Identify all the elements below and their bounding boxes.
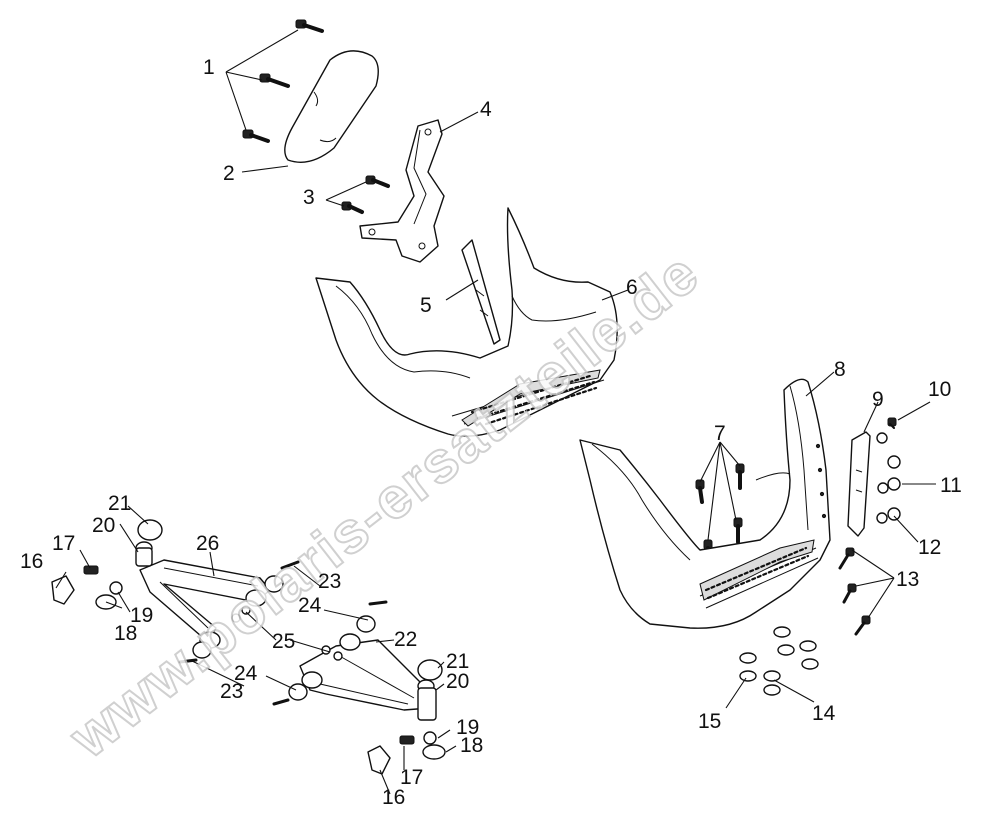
bolt-1b <box>259 73 290 88</box>
callout-7: 7 <box>714 422 726 445</box>
callout-3: 3 <box>303 186 315 209</box>
part-24-bushings <box>192 575 376 701</box>
part-10-screw <box>887 417 897 429</box>
callout-1: 1 <box>203 56 215 79</box>
part-6-front-cover <box>315 207 618 437</box>
callout-16-left: 16 <box>20 550 43 573</box>
part-17-grease-fittings <box>83 565 415 745</box>
part-22-lower-a-arm <box>299 633 431 711</box>
callout-11: 11 <box>940 474 962 497</box>
callout-23-upper: 23 <box>318 570 341 593</box>
part-25-washers <box>231 605 343 661</box>
callout-12: 12 <box>918 536 941 559</box>
callout-13: 13 <box>896 568 919 591</box>
part-2-windshield <box>284 50 379 163</box>
callout-20-left: 20 <box>92 514 115 537</box>
callout-18-left: 18 <box>114 622 137 645</box>
part-15-nut <box>739 652 757 682</box>
part-18-boots <box>95 594 446 760</box>
part-16-caps <box>51 575 391 775</box>
callout-20-right: 20 <box>446 670 469 693</box>
part-1-bolts <box>242 19 324 143</box>
callout-25: 25 <box>272 630 295 653</box>
part-9-side-strip <box>847 431 871 537</box>
callout-26: 26 <box>196 532 219 555</box>
callout-5: 5 <box>420 294 432 317</box>
bolt-1a <box>295 19 324 33</box>
callout-17-left: 17 <box>52 532 75 555</box>
part-14-nuts <box>763 626 819 696</box>
part-4-bracket <box>359 119 445 263</box>
callout-14: 14 <box>812 702 836 725</box>
rear-footrest-grate <box>699 539 815 601</box>
part-5-decal <box>461 239 501 345</box>
part-20-ball-joints <box>135 541 437 721</box>
callout-21-right: 21 <box>446 650 469 673</box>
part-23-bolts <box>178 560 388 706</box>
callout-2: 2 <box>223 162 235 185</box>
callout-9: 9 <box>872 388 884 411</box>
callout-4: 4 <box>480 98 492 121</box>
callout-24-upper: 24 <box>298 594 322 617</box>
callout-10: 10 <box>928 378 951 401</box>
callout-18-right: 18 <box>460 734 483 757</box>
callout-24-lower: 24 <box>234 662 258 685</box>
callout-17-right: 17 <box>400 766 423 789</box>
part-8-rear-cover <box>579 378 831 629</box>
part-19-seals <box>109 581 437 745</box>
part-11-nuts <box>876 432 901 494</box>
callout-19-right: 19 <box>456 716 479 739</box>
part-3-bolts <box>341 175 390 214</box>
callout-15: 15 <box>698 710 721 733</box>
callout-19-left: 19 <box>130 604 153 627</box>
callout-8: 8 <box>834 358 846 381</box>
part-21-ball-joint-caps <box>137 519 443 681</box>
callout-23-lower: 23 <box>220 680 243 703</box>
bolt-1c <box>242 129 270 143</box>
part-13-bolts <box>838 547 871 636</box>
part-12-washers <box>876 507 901 524</box>
callout-6: 6 <box>626 276 638 299</box>
callout-16-right: 16 <box>382 786 405 809</box>
callout-21-left: 21 <box>108 492 131 515</box>
callout-22: 22 <box>394 628 417 651</box>
front-footrest-grate <box>461 369 601 427</box>
callout-labels: 1 2 3 4 5 6 7 8 9 10 11 12 13 14 15 16 1… <box>20 56 962 809</box>
leader-lines <box>55 29 936 795</box>
